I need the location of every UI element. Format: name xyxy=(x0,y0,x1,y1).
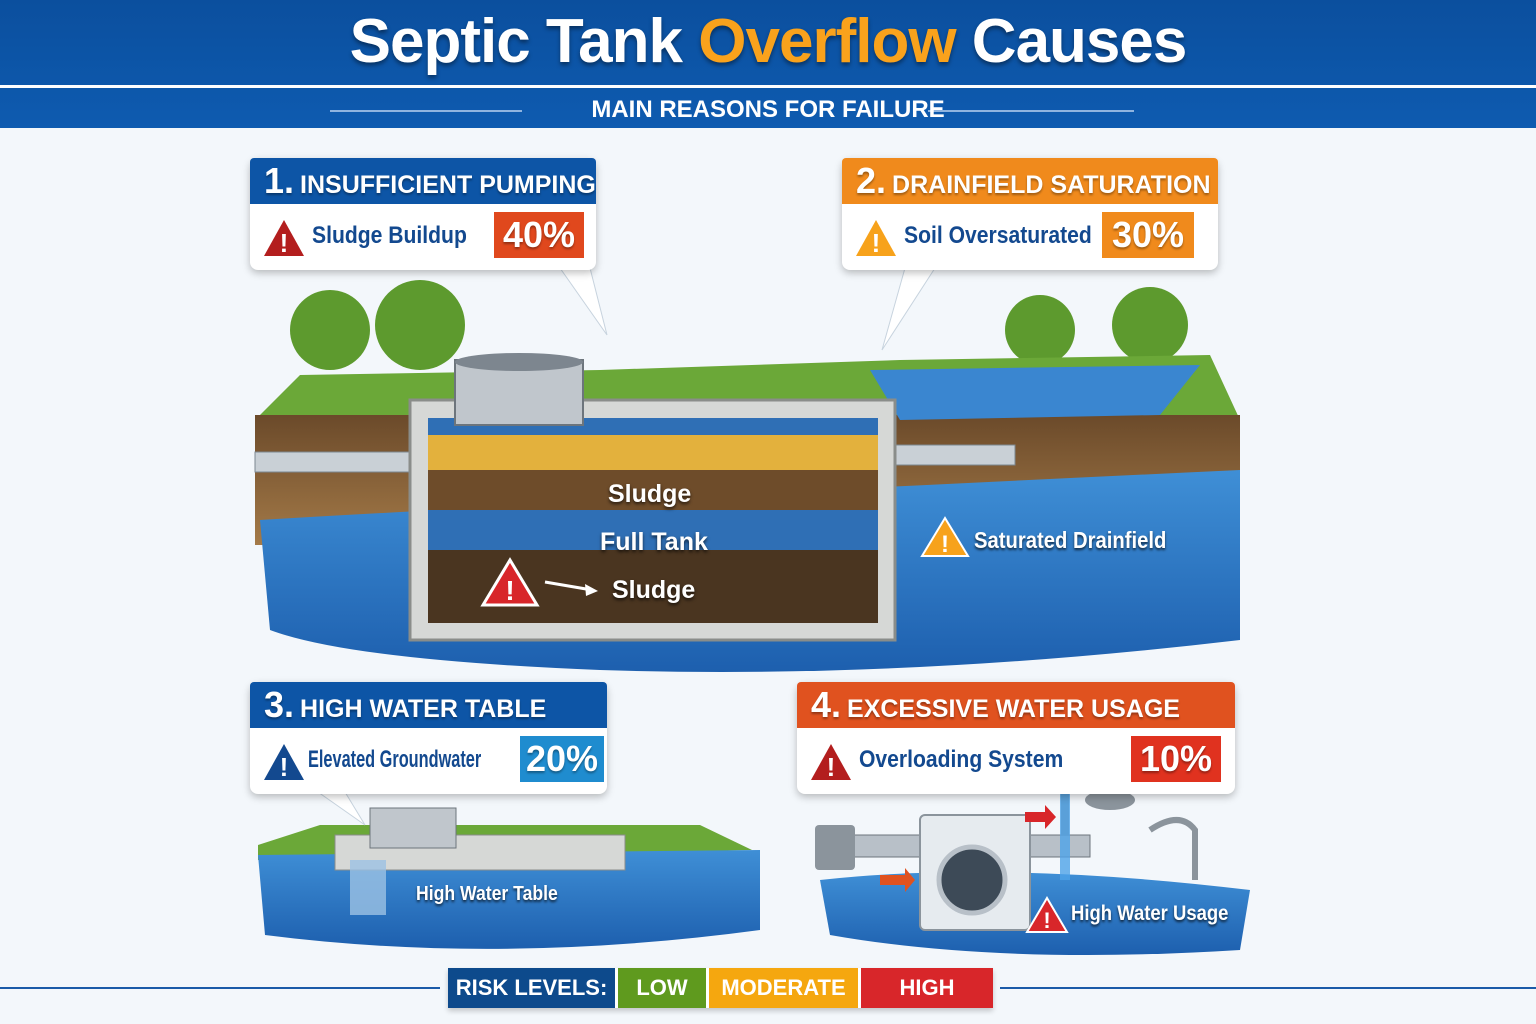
percent-badge: 10% xyxy=(1131,736,1221,782)
cause-card-drainfield-saturation: 2.DRAINFIELD SATURATION ! Soil Oversatur… xyxy=(842,158,1218,270)
card-header: 2.DRAINFIELD SATURATION xyxy=(842,158,1218,204)
svg-text:!: ! xyxy=(505,575,514,606)
legend-high: HIGH xyxy=(861,968,993,1008)
full-tank-label: Full Tank xyxy=(600,528,708,556)
sludge-layer xyxy=(428,470,878,510)
card-header: 4.EXCESSIVE WATER USAGE xyxy=(797,682,1235,728)
shower-icon xyxy=(1148,817,1198,880)
tank-sludge-label: Sludge xyxy=(608,480,692,508)
percent-badge: 40% xyxy=(494,212,584,258)
divider xyxy=(0,987,440,989)
page-title: Septic Tank Overflow Causes xyxy=(349,7,1188,76)
warning-triangle-orange-icon: ! xyxy=(856,220,896,258)
arrow-icon xyxy=(1025,805,1056,829)
cause-card-insufficient-pumping: 1.INSUFFICIENT PUMPING ! Sludge Buildup … xyxy=(250,158,596,270)
card-header: 3.HIGH WATER TABLE xyxy=(250,682,607,728)
warning-triangle-red-icon: ! xyxy=(811,744,851,782)
card-subtitle: Sludge Buildup xyxy=(312,222,467,249)
svg-text:!: ! xyxy=(941,531,949,558)
svg-text:!: ! xyxy=(872,228,881,258)
high-water-table-label: High Water Table xyxy=(416,883,558,905)
scum-layer xyxy=(428,435,878,470)
card-header: 1.INSUFFICIENT PUMPING xyxy=(250,158,596,204)
cause-card-high-water-table: 3.HIGH WATER TABLE ! Elevated Groundwate… xyxy=(250,682,607,794)
legend-label: RISK LEVELS: xyxy=(448,968,618,1008)
svg-text:!: ! xyxy=(280,752,289,782)
svg-text:!: ! xyxy=(1043,908,1050,933)
saturated-drainfield-label: Saturated Drainfield xyxy=(974,527,1167,553)
warning-triangle-icon xyxy=(1025,896,1069,933)
tank-bottom-sludge-label: Sludge xyxy=(612,576,696,604)
arrow-icon xyxy=(880,868,915,892)
risk-legend: RISK LEVELS: LOW MODERATE HIGH xyxy=(448,968,993,1008)
percent-badge: 20% xyxy=(520,736,604,782)
legend-low: LOW xyxy=(618,968,709,1008)
divider xyxy=(928,110,1134,112)
divider xyxy=(1000,987,1536,989)
high-water-usage-label: High Water Usage xyxy=(1071,902,1229,925)
header-banner xyxy=(0,0,1536,128)
faucet-icon xyxy=(815,825,855,870)
page-subtitle: MAIN REASONS FOR FAILURE xyxy=(591,96,945,123)
card-subtitle: Elevated Groundwater xyxy=(308,746,482,773)
divider xyxy=(0,85,1536,88)
percent-badge: 30% xyxy=(1102,212,1194,258)
divider xyxy=(330,110,522,112)
svg-text:!: ! xyxy=(827,752,836,782)
arrow-icon xyxy=(544,580,593,592)
trees xyxy=(290,280,1188,370)
warning-triangle-icon xyxy=(920,516,970,557)
legend-moderate: MODERATE xyxy=(709,968,861,1008)
card-subtitle: Overloading System xyxy=(859,746,1064,773)
card-subtitle: Soil Oversaturated xyxy=(904,222,1092,249)
cause-card-excessive-water-usage: 4.EXCESSIVE WATER USAGE ! Overloading Sy… xyxy=(797,682,1235,794)
warning-triangle-red-icon: ! xyxy=(264,220,304,258)
drainfield-water xyxy=(870,365,1200,420)
svg-text:!: ! xyxy=(280,228,289,258)
warning-triangle-icon xyxy=(480,557,540,607)
warning-triangle-blue-icon: ! xyxy=(264,744,304,782)
